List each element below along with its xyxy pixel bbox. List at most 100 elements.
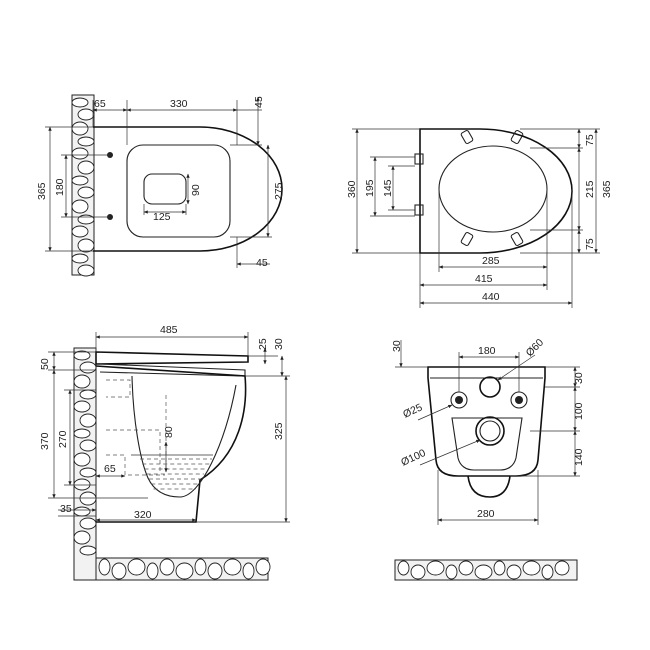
wall-stone [79, 439, 97, 452]
wall-stone [73, 350, 91, 361]
floor-stone [175, 562, 194, 580]
dim-275: 275 [273, 182, 285, 200]
wall-stone [77, 108, 95, 121]
bowl-rim-top [126, 144, 231, 238]
floor-stone [426, 560, 445, 576]
dim-415: 415 [475, 273, 493, 285]
wall-stone [77, 136, 95, 147]
floor-stone [474, 564, 493, 580]
side-view: 485 25 30 50 370 270 80 325 65 35 [39, 324, 290, 581]
bowl-body-side [95, 365, 247, 523]
floor-stone [522, 560, 541, 576]
dim-30-rear-right: 30 [573, 372, 585, 384]
floor-stone [541, 564, 554, 580]
floor-stone [242, 562, 255, 580]
hinge-lower [414, 204, 424, 216]
rear-funnel [451, 417, 523, 471]
dim-180-rear: 180 [478, 345, 496, 357]
seat-slot-1 [460, 129, 474, 145]
wall-stone [77, 238, 95, 253]
floor-stone [397, 560, 410, 576]
wall-stone [73, 478, 91, 491]
floor-stones-side-view [98, 558, 271, 580]
wall-stone [79, 413, 97, 428]
top-view: 65 330 45 365 180 90 125 275 45 [36, 94, 285, 277]
dim-330: 330 [170, 98, 188, 110]
floor-stone [194, 558, 207, 576]
dim-30-rear-left: 30 [391, 340, 403, 352]
seat-slot-3 [460, 231, 474, 247]
floor-stone [445, 564, 458, 580]
dim-45-bottom: 45 [256, 257, 268, 269]
hidden-trap-lines [106, 379, 165, 476]
seat-slot-4 [510, 231, 524, 247]
floor-stone [207, 562, 223, 580]
dim-25-side: 25 [257, 338, 269, 350]
rear-bowl-bottom [467, 475, 511, 498]
dim-440: 440 [482, 291, 500, 303]
seat-opening-top [143, 173, 187, 205]
dim-365-top-view: 365 [36, 182, 48, 200]
wall-stone [73, 452, 91, 467]
wall-stone [79, 545, 97, 556]
dim-280: 280 [477, 508, 495, 520]
dim-50-side: 50 [39, 358, 51, 370]
dim-100: 100 [573, 402, 585, 420]
rear-view: 30 180 Ø60 30 Ø25 100 Ø100 140 280 [391, 336, 585, 581]
dim-35: 35 [60, 503, 72, 515]
water-hatch [140, 458, 212, 490]
dim-dia100: Ø100 [399, 447, 427, 469]
wall-stone [79, 361, 97, 374]
seat-outer [419, 128, 573, 254]
floor-stone [458, 560, 474, 576]
dim-370-side: 370 [39, 432, 51, 450]
wall-stone [71, 199, 89, 214]
floor-stones-rear-view [397, 560, 570, 580]
wall-stone [71, 225, 89, 238]
dim-dia25: Ø25 [401, 401, 424, 420]
wall-stone [71, 253, 89, 264]
dim-180-top-view: 180 [54, 178, 66, 196]
inner-bowl-side [131, 375, 237, 498]
dim-145: 145 [382, 179, 394, 197]
wall-stone [73, 428, 91, 439]
outlet-hole [475, 416, 505, 446]
dim-75-upper: 75 [584, 134, 596, 146]
floor-stone [410, 564, 426, 580]
wall-stone [71, 121, 89, 136]
floor-stone [98, 558, 111, 576]
wall-stone [73, 400, 91, 413]
dim-285: 285 [482, 255, 500, 267]
hinge-upper [414, 153, 424, 165]
wall-stone [77, 186, 95, 199]
seat-view: 360 195 145 75 215 365 75 285 415 440 [346, 128, 613, 308]
floor-stone [493, 560, 506, 576]
wall-stone [71, 147, 89, 160]
wall-stone [79, 517, 97, 530]
dim-dia60: Ø60 [524, 336, 547, 359]
floor-stone [255, 558, 271, 576]
dim-140: 140 [573, 448, 585, 466]
seat-slot-2 [510, 129, 524, 145]
dim-485: 485 [160, 324, 178, 336]
wall-stone [79, 389, 97, 400]
dim-45-top: 45 [253, 96, 265, 108]
wall-stone [77, 264, 95, 277]
bowl-outline-top [93, 126, 283, 252]
floor-stone [159, 558, 175, 576]
seat-lid-side [95, 351, 249, 365]
floor-stone [146, 562, 159, 580]
dim-80: 80 [163, 426, 175, 438]
floor-stone [223, 558, 242, 576]
wall-stone [73, 506, 91, 517]
seat-ring-side [99, 363, 246, 377]
dim-65-side: 65 [104, 463, 116, 475]
dim-320: 320 [134, 509, 152, 521]
water-inlet-hole [479, 376, 501, 398]
floor-stone [506, 564, 522, 580]
dim-215: 215 [584, 180, 596, 198]
wall-stone [77, 160, 95, 175]
dim-30-side: 30 [273, 338, 285, 350]
dim-360: 360 [346, 180, 358, 198]
